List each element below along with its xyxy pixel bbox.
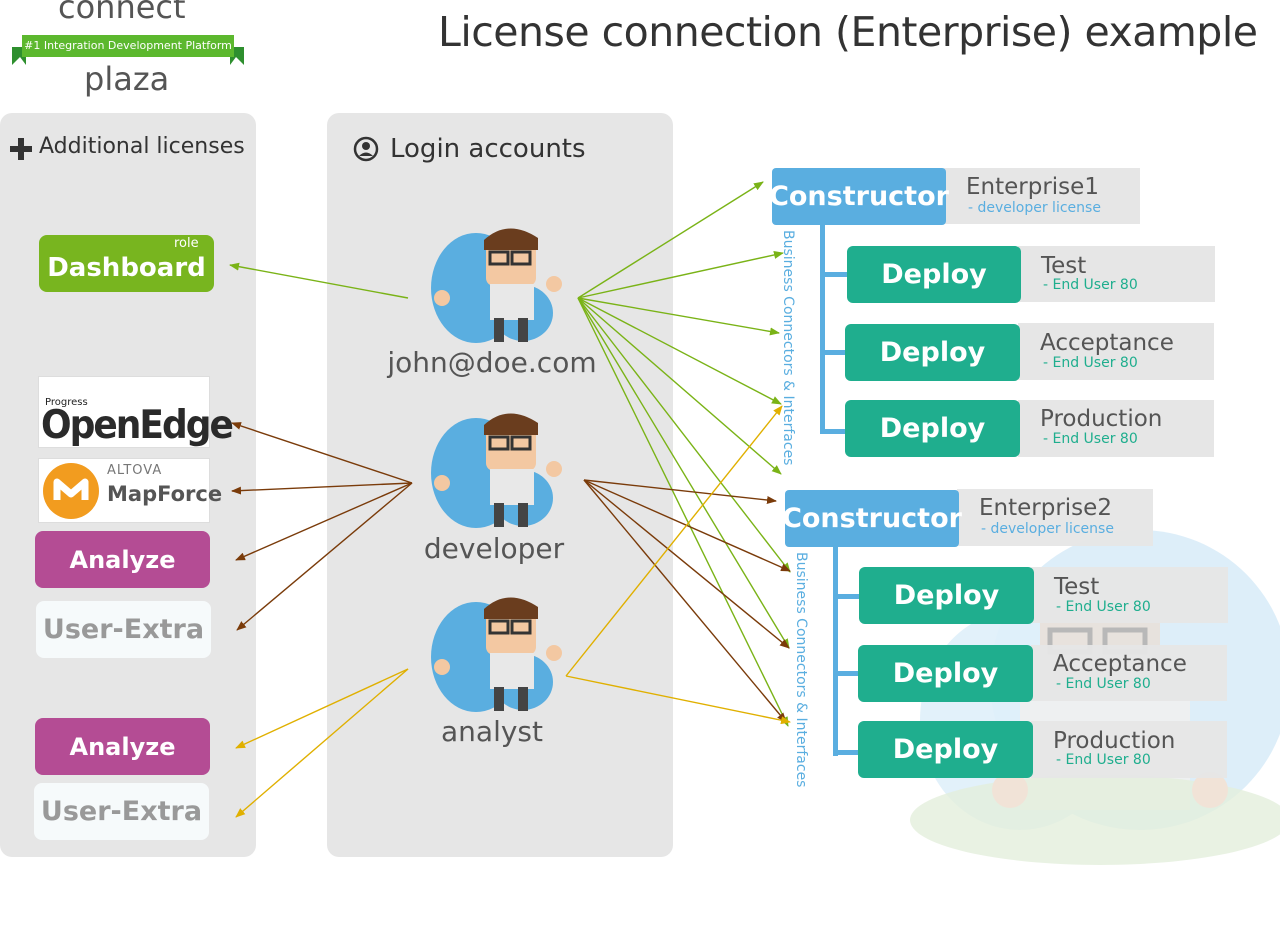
enterprise2-vertical-label: Business Connectors & Interfaces [793, 552, 809, 788]
enterprise1-constructor-tile[interactable]: Constructor [769, 168, 949, 225]
deploy-label: Deploy [879, 337, 986, 368]
user-label-john: john@doe.com [387, 346, 597, 379]
enterprise2-env-test: Test [1054, 574, 1100, 600]
constructor-label: Constructor [782, 503, 962, 534]
enterprise2-env-acceptance-sub: - End User 80 [1056, 676, 1151, 692]
openedge-license-logo[interactable]: Progress OpenEdge [38, 376, 234, 448]
user-extra-license-tile-1[interactable]: User-Extra [36, 601, 211, 658]
enterprise1-env-test: Test [1041, 253, 1087, 279]
enterprise1-env-acceptance: Acceptance [1040, 330, 1174, 356]
enterprise2-name-box [957, 489, 1153, 546]
enterprise2-connector-3 [833, 750, 861, 755]
enterprise2-bracket [833, 544, 838, 756]
enterprise1-name: Enterprise1 [966, 174, 1099, 200]
dashboard-license-tile[interactable]: Dashboard [39, 235, 214, 292]
logo-text-top: connect [58, 0, 186, 26]
enterprise2-test-box [1031, 567, 1228, 623]
enterprise1-env-production: Production [1040, 406, 1163, 432]
deploy-label: Deploy [892, 658, 999, 689]
enterprise1-connector-1 [820, 272, 848, 277]
user-label-analyst: analyst [441, 715, 543, 748]
enterprise1-acceptance-box [1018, 323, 1214, 380]
mapforce-icon [43, 463, 99, 519]
page-title: License connection (Enterprise) example [438, 8, 1258, 56]
deploy-label: Deploy [892, 734, 999, 765]
enterprise1-deploy-acceptance[interactable]: Deploy [845, 324, 1020, 381]
logo-text-bottom: plaza [84, 60, 170, 98]
constructor-label: Constructor [769, 181, 949, 212]
enterprise1-connector-3 [820, 429, 848, 434]
enterprise2-env-production-sub: - End User 80 [1056, 752, 1151, 768]
plus-icon [10, 138, 32, 160]
user-extra-label: User-Extra [40, 796, 203, 827]
enterprise1-production-box [1018, 400, 1214, 457]
enterprise2-deploy-test[interactable]: Deploy [859, 567, 1034, 624]
logo-ribbon-text: #1 Integration Development Platform [24, 39, 232, 52]
mapforce-text: MapForce [107, 482, 223, 506]
enterprise1-env-acceptance-sub: - End User 80 [1043, 355, 1138, 371]
analyze-label: Analyze [69, 545, 176, 574]
logo-ribbon [12, 35, 244, 65]
altova-text: ALTOVA [107, 463, 163, 478]
user-avatar-john[interactable] [428, 218, 568, 346]
enterprise2-deploy-production[interactable]: Deploy [858, 721, 1033, 778]
analyze-license-tile-2[interactable]: Analyze [35, 718, 210, 775]
enterprise2-env-acceptance: Acceptance [1053, 651, 1187, 677]
user-avatar-analyst[interactable] [428, 587, 568, 715]
enterprise2-constructor-tile[interactable]: Constructor [782, 490, 962, 547]
enterprise1-name-box [944, 168, 1140, 224]
analyze-license-tile-1[interactable]: Analyze [35, 531, 210, 588]
user-label-developer: developer [423, 532, 565, 565]
openedge-small-text: Progress [45, 397, 88, 408]
enterprise2-name: Enterprise2 [979, 495, 1112, 521]
user-extra-license-tile-2[interactable]: User-Extra [34, 783, 209, 840]
enterprise2-env-production: Production [1053, 728, 1176, 754]
login-accounts-heading: Login accounts [390, 134, 586, 164]
enterprise1-test-box [1018, 246, 1215, 302]
enterprise1-env-production-sub: - End User 80 [1043, 431, 1138, 447]
deploy-label: Deploy [893, 580, 1000, 611]
enterprise1-vertical-label: Business Connectors & Interfaces [780, 230, 796, 466]
deploy-label: Deploy [879, 413, 986, 444]
dashboard-label: Dashboard [47, 252, 206, 283]
enterprise2-deploy-acceptance[interactable]: Deploy [858, 645, 1033, 702]
enterprise1-connector-2 [820, 350, 848, 355]
user-avatar-developer[interactable] [428, 403, 568, 531]
additional-licenses-heading: Additional licenses [39, 134, 245, 159]
dashboard-role-label: role [174, 236, 199, 251]
enterprise1-deploy-production[interactable]: Deploy [845, 400, 1020, 457]
analyze-label: Analyze [69, 732, 176, 761]
user-extra-label: User-Extra [42, 614, 205, 645]
enterprise2-env-test-sub: - End User 80 [1056, 599, 1151, 615]
enterprise2-production-box [1031, 721, 1227, 778]
enterprise2-license: - developer license [981, 521, 1114, 537]
mapforce-license-logo[interactable]: ALTOVA MapForce [38, 458, 222, 523]
user-circle-icon [353, 136, 379, 162]
deploy-label: Deploy [881, 259, 987, 290]
enterprise1-bracket [820, 222, 825, 434]
enterprise1-license: - developer license [968, 200, 1101, 216]
enterprise2-connector-1 [833, 594, 861, 599]
openedge-big-text: OpenEdge [41, 402, 234, 449]
enterprise1-env-test-sub: - End User 80 [1043, 277, 1138, 293]
enterprise1-deploy-test[interactable]: Deploy [847, 246, 1021, 303]
enterprise2-acceptance-box [1031, 645, 1227, 701]
enterprise2-connector-2 [833, 671, 861, 676]
